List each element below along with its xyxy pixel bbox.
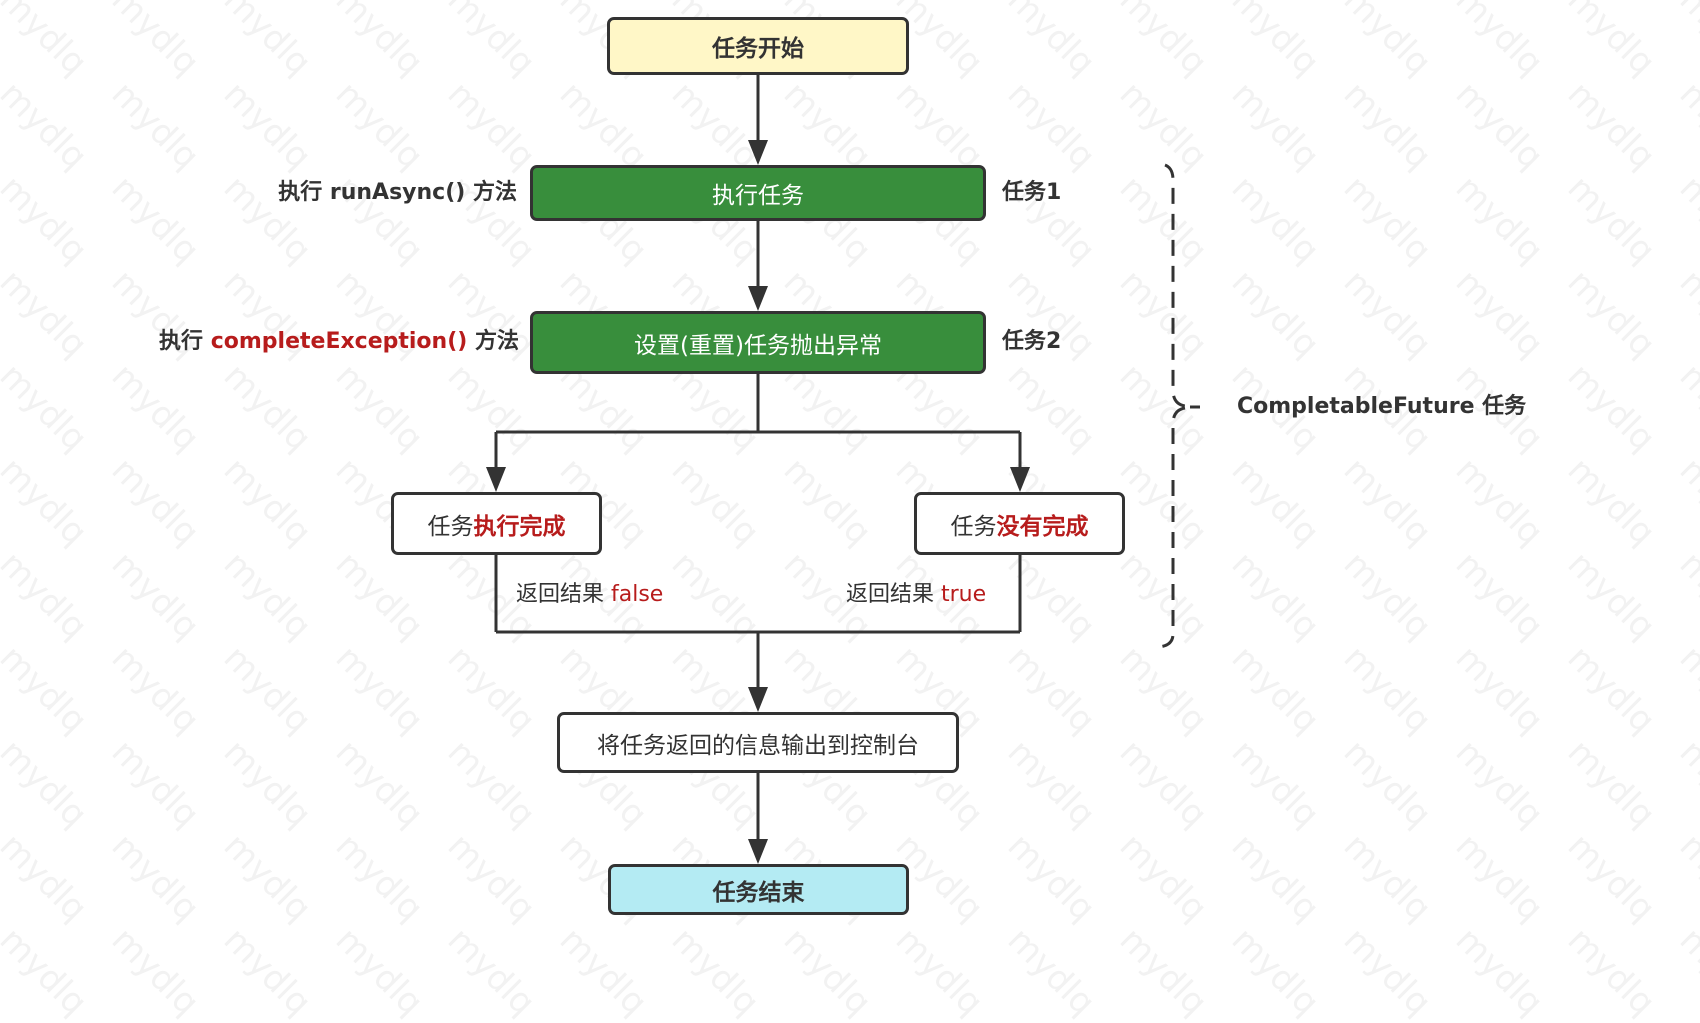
start-node[interactable]: 任务开始 <box>607 17 909 75</box>
method1-label: 执行 runAsync() 方法 <box>278 182 517 204</box>
true-branch-value: true <box>941 582 987 607</box>
method2-label: 执行 completeException() 方法 <box>159 331 519 353</box>
output-node-label: 将任务返回的信息输出到控制台 <box>597 732 919 759</box>
task1-node[interactable]: 执行任务 <box>530 165 986 221</box>
true-branch-prefix: 返回结果 <box>846 582 941 607</box>
start-node-label: 任务开始 <box>712 36 804 62</box>
true-branch-label: 返回结果 true <box>846 584 986 606</box>
arrowhead-output <box>748 687 768 712</box>
method2-prefix: 执行 <box>159 329 211 354</box>
not-done-node-prefix: 任务 <box>950 513 997 540</box>
method1-prefix: 执行 <box>278 180 330 205</box>
task2-node[interactable]: 设置(重置)任务抛出异常 <box>530 311 986 374</box>
done-node-prefix: 任务 <box>427 513 474 540</box>
output-node[interactable]: 将任务返回的信息输出到控制台 <box>557 712 959 773</box>
not-done-node[interactable]: 任务没有完成 <box>914 492 1125 555</box>
task1-tag: 任务1 <box>1002 180 1062 205</box>
end-node-label: 任务结束 <box>712 879 805 906</box>
done-node-emphasis: 执行完成 <box>473 513 566 540</box>
task1-node-label: 执行任务 <box>712 183 804 209</box>
method1-name: runAsync() <box>329 180 466 205</box>
curly-brace <box>1157 163 1200 649</box>
false-branch-label: 返回结果 false <box>516 584 663 606</box>
method1-suffix: 方法 <box>465 180 517 205</box>
arrowhead-task1 <box>748 140 768 165</box>
arrowhead-end <box>748 839 768 864</box>
false-branch-prefix: 返回结果 <box>516 582 611 607</box>
method2-suffix: 方法 <box>467 329 519 354</box>
task2-tag: 任务2 <box>1002 329 1062 354</box>
flow-connectors <box>486 74 1200 864</box>
completablefuture-group-label: CompletableFuture 任务 <box>1237 394 1527 419</box>
done-node[interactable]: 任务执行完成 <box>391 492 602 555</box>
task2-node-label: 设置(重置)任务抛出异常 <box>634 332 882 359</box>
not-done-node-emphasis: 没有完成 <box>996 513 1089 540</box>
false-branch-value: false <box>611 582 664 607</box>
arrowhead-task2 <box>748 286 768 311</box>
arrowhead-done <box>486 467 506 492</box>
arrowhead-notdone <box>1010 467 1030 492</box>
method2-name: completeException() <box>210 329 468 354</box>
end-node[interactable]: 任务结束 <box>608 864 909 915</box>
